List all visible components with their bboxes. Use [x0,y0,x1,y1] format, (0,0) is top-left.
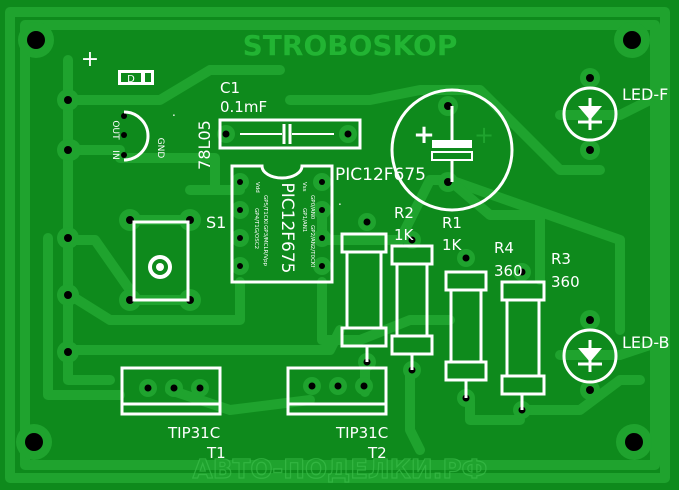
watermark: АВТО-ПОДЕЛКИ.РФ [193,455,488,485]
r1-label: R1 [442,214,462,232]
resistor-r4 [500,280,546,410]
r4-label: R4 [494,239,514,257]
transistor-t2: TIP31C T2 [286,366,388,462]
diode-d: D [118,70,154,85]
reg-gnd-label: GND [155,138,165,159]
t2-type: TIP31C [335,424,388,442]
t1-type: TIP31C [167,424,220,442]
mount-hole-top-left-center [27,31,45,49]
ic-pic12f675: PIC12F675 . PIC12F675 Vdd GP5/T1CKI GP4/… [230,164,426,284]
r2-value: 1K [394,226,415,244]
board-title: STROBOSKOP [243,29,458,62]
t2-label: T2 [367,444,387,462]
reg-dot: . [172,105,176,119]
pic-pin-right-2: GP0/AN0 [309,195,315,220]
led-b-label: LED-B [622,333,670,352]
diode-label: D [127,74,135,85]
c1-label: C1 [220,79,240,97]
pic-pin-right-4: GP2/AN2/T0CKI [309,225,315,267]
r1-value: 1K [442,236,463,254]
resistor-r1 [444,270,488,398]
pic-dot: . [338,194,342,208]
led-f: LED-F [562,85,668,142]
r3-value: 360 [551,273,580,291]
pic-label: PIC12F675 [335,165,426,185]
led-f-label: LED-F [622,85,668,104]
regulator-78l05: OUT IN GND 78L05 . [110,105,214,170]
diode-plus-mark: + [81,47,99,72]
pic-chip-label: PIC12F675 [277,183,297,274]
reg-in-label: IN [110,150,120,159]
capacitor-c1: C1 0.1mF [218,79,362,150]
pic-pin-left-3: GP4/T1G/OSC2 [253,208,259,249]
transistor-t1: TIP31C T1 [120,366,226,462]
mount-hole-bottom-left-center [25,433,43,451]
r4-value: 360 [494,262,523,280]
reg-name-label: 78L05 [195,120,214,170]
resistor-r-main [340,232,388,362]
switch-s1: S1 [132,213,226,302]
led-b: LED-B [562,328,670,384]
pic-pin-left-1: Vdd [254,182,260,193]
reg-out-label: OUT [110,120,120,140]
t1-label: T1 [206,444,226,462]
pic-pin-left-4: GP3/MCLR/Vpp [262,225,268,267]
pic-pin-left-2: GP5/T1CKI [262,195,268,224]
mounting-holes [16,22,652,460]
pic-pin-right-3: GP1/AN1 [301,208,307,232]
mount-hole-bottom-right-center [625,433,643,451]
cap-plus-left: + [413,120,435,150]
pic-pin-right-1: Vss [301,182,307,192]
c1-value: 0.1mF [220,98,267,116]
cap-plus-right: + [474,121,494,149]
mount-hole-top-right-center [623,31,641,49]
r3-label: R3 [551,250,571,268]
electrolytic-capacitor: + + [390,88,514,212]
s1-label: S1 [206,213,226,232]
resistor-r2 [390,244,434,370]
r2-label: R2 [394,204,414,222]
